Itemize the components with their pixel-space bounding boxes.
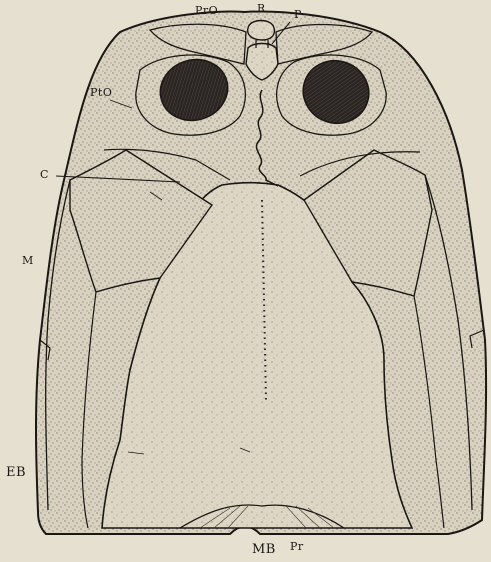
- label-p: P: [294, 8, 302, 21]
- label-pto: PtO: [90, 86, 112, 99]
- label-eb: EB: [6, 465, 26, 480]
- label-pro: PrO: [195, 4, 218, 17]
- label-m: M: [22, 254, 34, 267]
- label-mb: MB: [252, 542, 276, 557]
- rostral-plate: [248, 21, 275, 41]
- label-pr: Pr: [290, 540, 304, 553]
- label-c: C: [40, 168, 49, 181]
- label-r: R: [257, 2, 266, 15]
